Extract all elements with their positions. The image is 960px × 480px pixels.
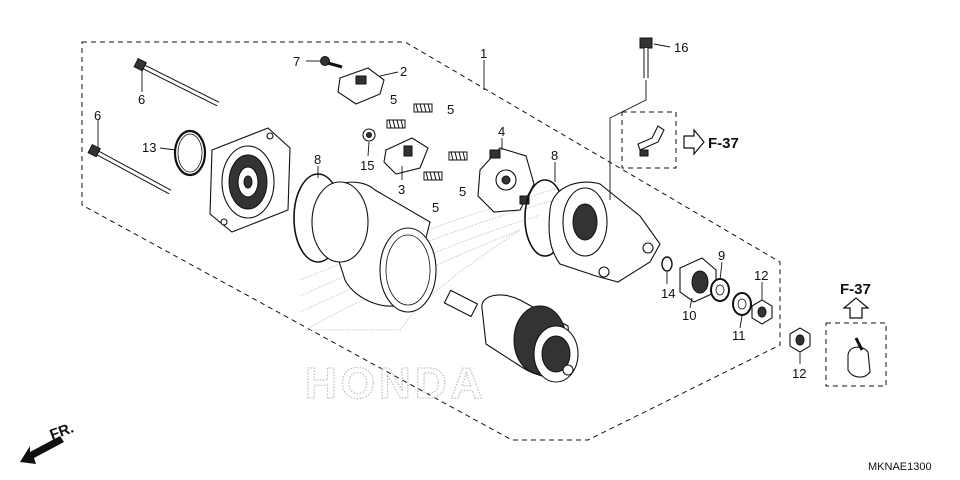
assembly-boundary bbox=[81, 41, 781, 441]
label-part-12-lower: 12 bbox=[792, 366, 806, 381]
label-part-5-a: 5 bbox=[390, 92, 397, 107]
label-part-14: 14 bbox=[661, 286, 675, 301]
label-part-3: 3 bbox=[398, 182, 405, 197]
nut-12-lower bbox=[789, 327, 811, 353]
label-part-5-c: 5 bbox=[459, 184, 466, 199]
label-part-4: 4 bbox=[498, 124, 505, 139]
connector-detail bbox=[847, 337, 871, 378]
label-part-2: 2 bbox=[400, 64, 407, 79]
label-part-9: 9 bbox=[718, 248, 725, 263]
washer-14 bbox=[661, 256, 673, 272]
label-part-12-upper: 12 bbox=[754, 268, 768, 283]
brush-terminal-2 bbox=[337, 67, 385, 105]
front-arrow-icon bbox=[20, 436, 64, 464]
bracket-detail bbox=[637, 125, 665, 157]
label-part-5-d: 5 bbox=[432, 200, 439, 215]
leader-lines bbox=[97, 43, 801, 364]
connector-detail-box bbox=[825, 322, 887, 387]
label-part-13: 13 bbox=[142, 140, 156, 155]
ref-arrow-up bbox=[842, 297, 870, 319]
brush-holder-3 bbox=[383, 137, 429, 175]
watermark-text: HONDA bbox=[305, 359, 486, 408]
label-part-8-right: 8 bbox=[551, 148, 558, 163]
washer-9 bbox=[710, 278, 730, 302]
label-part-10: 10 bbox=[682, 308, 696, 323]
front-cover bbox=[209, 127, 291, 233]
nut-12-upper bbox=[751, 299, 773, 325]
armature bbox=[443, 289, 579, 383]
ref-arrow-right bbox=[683, 128, 705, 156]
insulator-10 bbox=[679, 257, 717, 303]
label-part-11: 11 bbox=[732, 328, 746, 343]
nut-15 bbox=[362, 128, 376, 142]
ref-f37-lower: F-37 bbox=[840, 281, 871, 298]
label-part-1: 1 bbox=[480, 46, 487, 61]
washer-11 bbox=[732, 292, 752, 316]
spring-5-b bbox=[386, 119, 406, 129]
label-part-5-b: 5 bbox=[447, 102, 454, 117]
label-part-7: 7 bbox=[293, 54, 300, 69]
ref-f37-right: F-37 bbox=[708, 135, 739, 152]
label-part-16: 16 bbox=[674, 40, 688, 55]
through-bolt-lower bbox=[87, 143, 172, 195]
bolt-16 bbox=[639, 37, 653, 78]
o-ring-13 bbox=[173, 129, 207, 177]
bracket-detail-box bbox=[621, 111, 677, 169]
spring-5-c bbox=[448, 151, 468, 161]
label-part-6-lower: 6 bbox=[94, 108, 101, 123]
rear-cover bbox=[548, 181, 661, 283]
label-part-15: 15 bbox=[360, 158, 374, 173]
screw-7 bbox=[320, 56, 343, 69]
through-bolt-upper bbox=[133, 57, 220, 107]
spring-5-a bbox=[413, 103, 433, 113]
diagram-code: MKNAE1300 bbox=[868, 461, 932, 473]
label-part-8-left: 8 bbox=[314, 152, 321, 167]
label-part-6-upper: 6 bbox=[138, 92, 145, 107]
spring-5-d bbox=[423, 171, 443, 181]
brush-holder-plate-4 bbox=[477, 147, 535, 213]
motor-yoke bbox=[311, 181, 437, 313]
front-marker: FR. bbox=[48, 420, 77, 444]
